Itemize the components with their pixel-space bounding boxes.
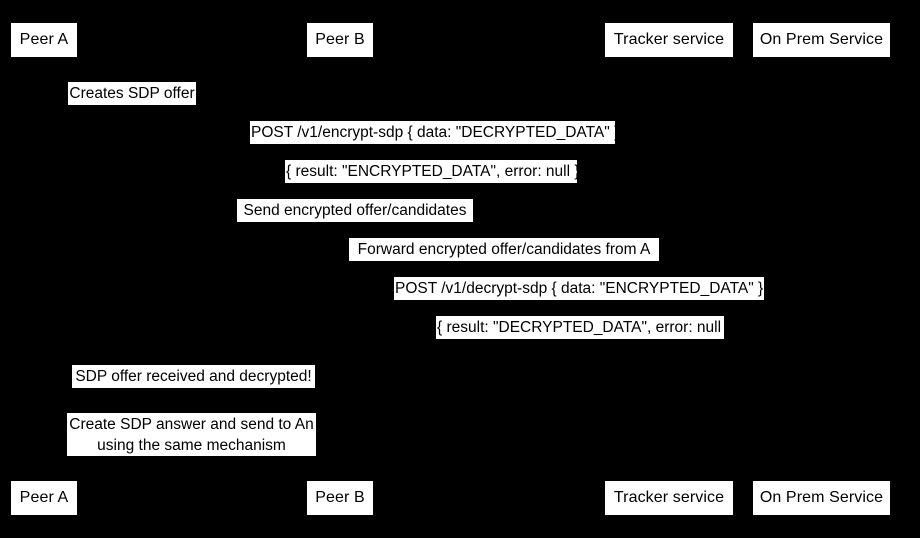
message-label-sdp-offer-received[interactable]: SDP offer received and decrypted! [72,365,315,388]
lifeline-peer-b [340,57,341,481]
message-label-text: POST /v1/decrypt-sdp { data: "ENCRYPTED_… [395,280,764,297]
participant-on-prem-service[interactable]: On Prem Service [753,481,890,515]
message-label-creates-sdp-offer[interactable]: Creates SDP offer [68,82,196,105]
message-label-decrypt-sdp-request[interactable]: POST /v1/decrypt-sdp { data: "ENCRYPTED_… [394,277,764,300]
participant-peer-a[interactable]: Peer A [11,481,77,515]
message-arrow-decrypt-sdp-request [340,303,821,304]
lifeline-on-prem-service [821,57,822,481]
participant-label: Tracker service [613,31,725,48]
message-arrow-sdp-offer-received [340,391,380,392]
participant-peer-b[interactable]: Peer B [307,481,373,515]
message-label-line-2: using the same mechanism [97,437,286,454]
message-label-create-sdp-answer[interactable]: Create SDP answer and send to An using th… [67,413,316,456]
message-arrow-encrypt-sdp-request [44,147,821,148]
participant-on-prem-service[interactable]: On Prem Service [753,23,890,57]
message-label-forward-encrypted-offer[interactable]: Forward encrypted offer/candidates from … [349,238,659,261]
lifeline-tracker-service [669,57,670,481]
message-label-encrypt-sdp-response[interactable]: { result: "ENCRYPTED_DATA", error: null … [285,160,580,183]
participant-label: Peer B [315,31,365,48]
participant-tracker-service[interactable]: Tracker service [605,481,733,515]
participant-label: Peer A [19,489,69,506]
participant-peer-b[interactable]: Peer B [307,23,373,57]
participant-label: On Prem Service [759,31,884,48]
message-label-decrypt-sdp-response[interactable]: { result: "DECRYPTED_DATA", error: null … [436,316,731,339]
participant-label: Peer A [19,31,69,48]
message-label-text: SDP offer received and decrypted! [75,368,312,385]
participant-label: Tracker service [613,489,725,506]
lifeline-peer-a [44,57,45,481]
message-label-encrypt-sdp-request[interactable]: POST /v1/encrypt-sdp { data: "DECRYPTED_… [250,121,619,144]
message-label-text: POST /v1/encrypt-sdp { data: "DECRYPTED_… [251,124,620,141]
participant-peer-a[interactable]: Peer A [11,23,77,57]
message-label-line-1: Create SDP answer and send to An [69,416,314,433]
message-arrow-send-encrypted-offer [44,225,669,226]
message-arrow-create-sdp-answer [44,458,340,459]
participant-label: On Prem Service [759,489,884,506]
message-label-text: { result: "DECRYPTED_DATA", error: null … [437,319,731,336]
message-arrow-decrypt-sdp-response [340,342,821,343]
message-label-text: { result: "ENCRYPTED_DATA", error: null … [286,163,580,180]
message-label-text: Creates SDP offer [69,85,195,102]
participant-label: Peer B [315,489,365,506]
message-label-text: Send encrypted offer/candidates [243,202,467,219]
participant-tracker-service[interactable]: Tracker service [605,23,733,57]
message-label-text: Forward encrypted offer/candidates from … [357,241,651,258]
message-arrow-creates-sdp-offer [44,108,84,109]
message-arrow-encrypt-sdp-response [44,186,821,187]
message-arrow-forward-encrypted-offer [340,264,669,265]
message-label-send-encrypted-offer[interactable]: Send encrypted offer/candidates [237,199,473,222]
